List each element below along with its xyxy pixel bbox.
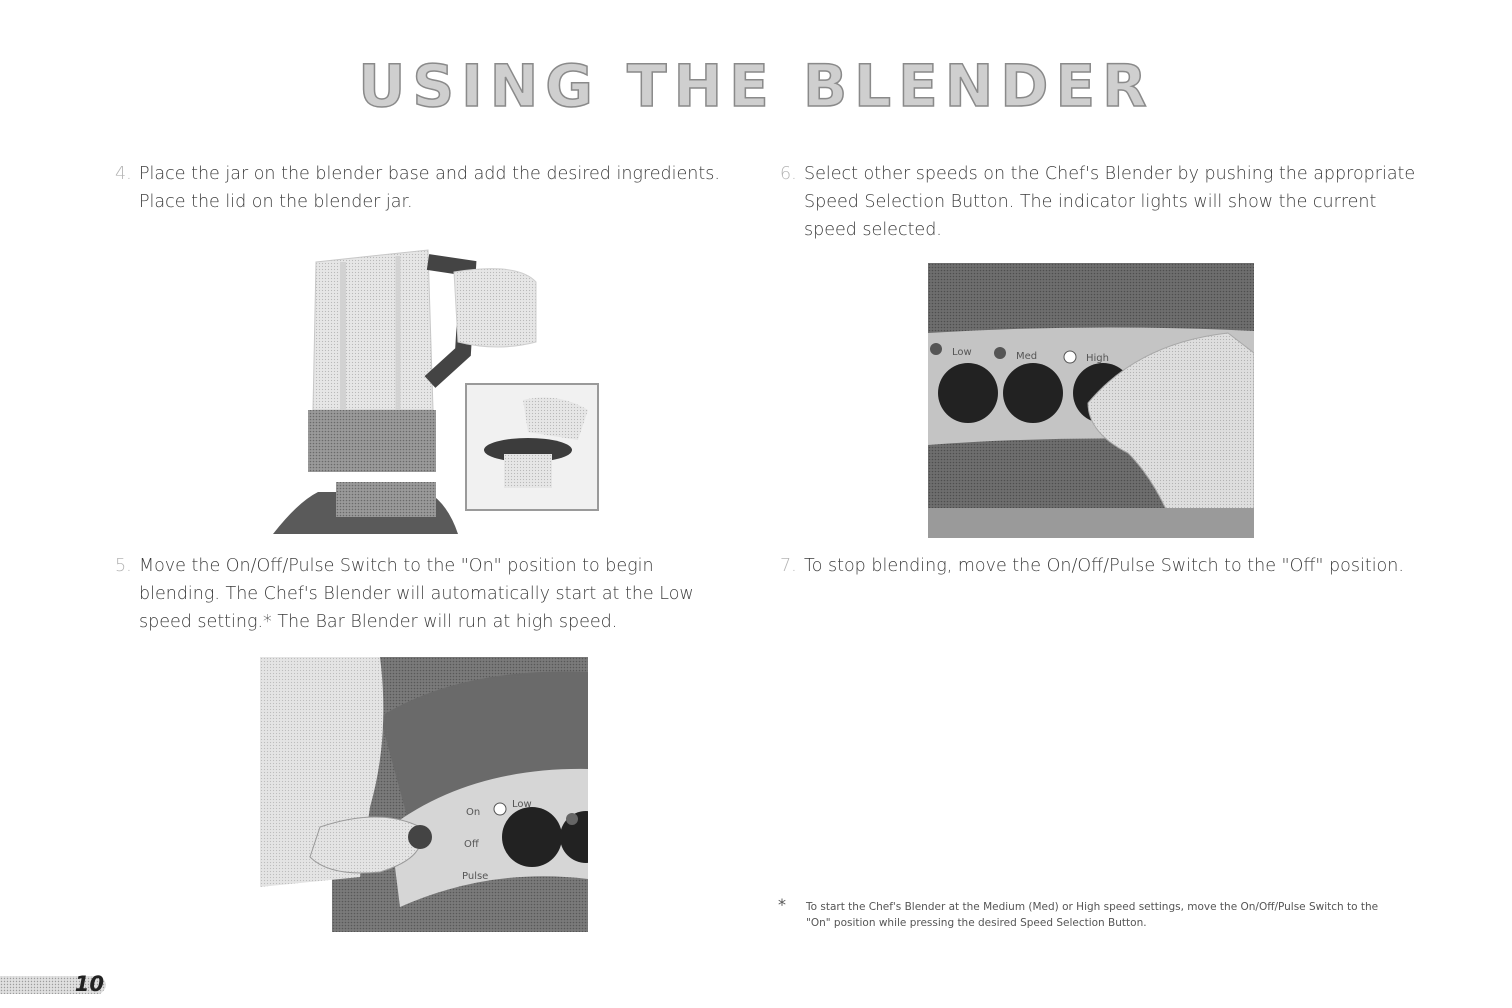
switch-off-label: Off: [464, 839, 480, 850]
step-6: 6. Select other speeds on the Chef's Ble…: [780, 160, 1424, 244]
speed-med-label: Med: [1016, 351, 1037, 362]
page-number-text: 10: [74, 972, 104, 996]
step-number: 6.: [780, 164, 797, 184]
step-text: To stop blending, move the On/Off/Pulse …: [804, 556, 1404, 576]
speed-high-label: High: [1086, 353, 1109, 364]
page-number: 10: [0, 972, 112, 996]
step-number: 7.: [780, 556, 797, 576]
footnote-mark: *: [778, 895, 786, 914]
switch-panel-photo: On Low Off Pulse: [260, 657, 588, 932]
step-7: 7. To stop blending, move the On/Off/Pul…: [780, 552, 1404, 580]
step-text: Select other speeds on the Chef's Blende…: [804, 164, 1416, 240]
page-title: USING THE BLENDER: [358, 51, 1154, 121]
footnote-text: To start the Chef's Blender at the Mediu…: [806, 901, 1379, 929]
step-4: 4. Place the jar on the blender base and…: [115, 160, 739, 216]
footnote: * To start the Chef's Blender at the Med…: [778, 897, 1406, 931]
switch-on-label: On: [466, 807, 480, 818]
blender-jar-photo: [273, 249, 599, 534]
step-number: 4.: [115, 164, 132, 184]
step-text: Move the On/Off/Pulse Switch to the "On"…: [139, 556, 694, 632]
step-5: 5. Move the On/Off/Pulse Switch to the "…: [115, 552, 719, 636]
step-text: Place the jar on the blender base and ad…: [139, 164, 720, 212]
step-number: 5.: [115, 556, 132, 576]
switch-low-label: Low: [512, 799, 532, 810]
switch-pulse-label: Pulse: [462, 871, 488, 882]
speed-buttons-photo: Low Med High: [928, 263, 1254, 538]
page-number-tab: [0, 976, 106, 994]
speed-low-label: Low: [952, 347, 972, 358]
